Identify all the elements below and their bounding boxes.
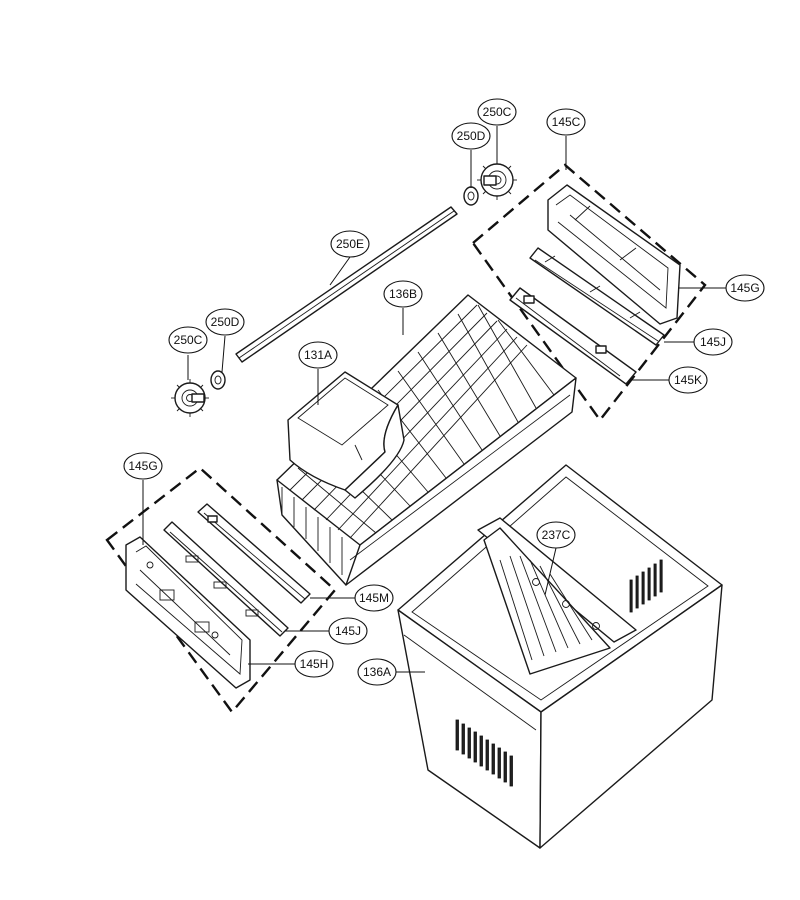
svg-text:131A: 131A: [304, 348, 332, 362]
callout-250d-top: 250D: [451, 122, 491, 150]
side-cover-145g-right: [547, 184, 681, 325]
assembly-group-left: [105, 466, 337, 714]
svg-text:250C: 250C: [174, 333, 203, 347]
callout-250c-top: 250C: [477, 98, 517, 126]
svg-text:145K: 145K: [674, 373, 702, 387]
svg-text:250D: 250D: [457, 129, 486, 143]
callout-145c: 145C: [546, 108, 586, 136]
callout-250c-left: 250C: [168, 326, 208, 354]
svg-text:250C: 250C: [483, 105, 512, 119]
callout-145k: 145K: [668, 366, 708, 394]
bracket-145m: [197, 503, 311, 604]
svg-text:250D: 250D: [211, 315, 240, 329]
washer-250d-left: [210, 370, 226, 390]
divider-237c: [477, 517, 637, 675]
assembly-group-right: [471, 163, 707, 423]
leader-lines: [142, 126, 726, 673]
small-bin-131a: [287, 371, 405, 499]
callout-250e: 250E: [330, 230, 370, 258]
svg-text:136A: 136A: [363, 665, 391, 679]
svg-text:145M: 145M: [359, 591, 389, 605]
callout-131a: 131A: [298, 341, 338, 369]
svg-text:136B: 136B: [389, 287, 417, 301]
svg-text:237C: 237C: [542, 528, 571, 542]
callout-145m: 145M: [354, 584, 394, 612]
svg-text:145J: 145J: [700, 335, 726, 349]
callout-145j-right: 145J: [693, 328, 733, 356]
callout-145g-left: 145G: [123, 452, 163, 480]
rail-145j-left: [163, 521, 289, 637]
svg-text:250E: 250E: [336, 237, 364, 251]
side-cover-145g-left: [125, 536, 251, 689]
callout-145h: 145H: [294, 650, 334, 678]
svg-text:145C: 145C: [552, 115, 581, 129]
svg-text:145H: 145H: [300, 657, 329, 671]
svg-text:145G: 145G: [730, 281, 759, 295]
callout-237c: 237C: [536, 521, 576, 549]
callout-250d-left: 250D: [205, 308, 245, 336]
svg-text:145J: 145J: [335, 624, 361, 638]
gear-250c-left: [171, 379, 209, 417]
svg-text:145G: 145G: [128, 459, 157, 473]
gear-250c-top: [477, 160, 517, 200]
washer-250d-top: [463, 186, 479, 206]
callout-145j-left: 145J: [328, 617, 368, 645]
bracket-145k: [509, 287, 637, 385]
rail-145j-right: [529, 247, 665, 346]
callout-145g-right: 145G: [725, 274, 765, 302]
callout-136b: 136B: [383, 280, 423, 308]
callout-136a: 136A: [357, 658, 397, 686]
shaft-250e: [235, 206, 458, 363]
